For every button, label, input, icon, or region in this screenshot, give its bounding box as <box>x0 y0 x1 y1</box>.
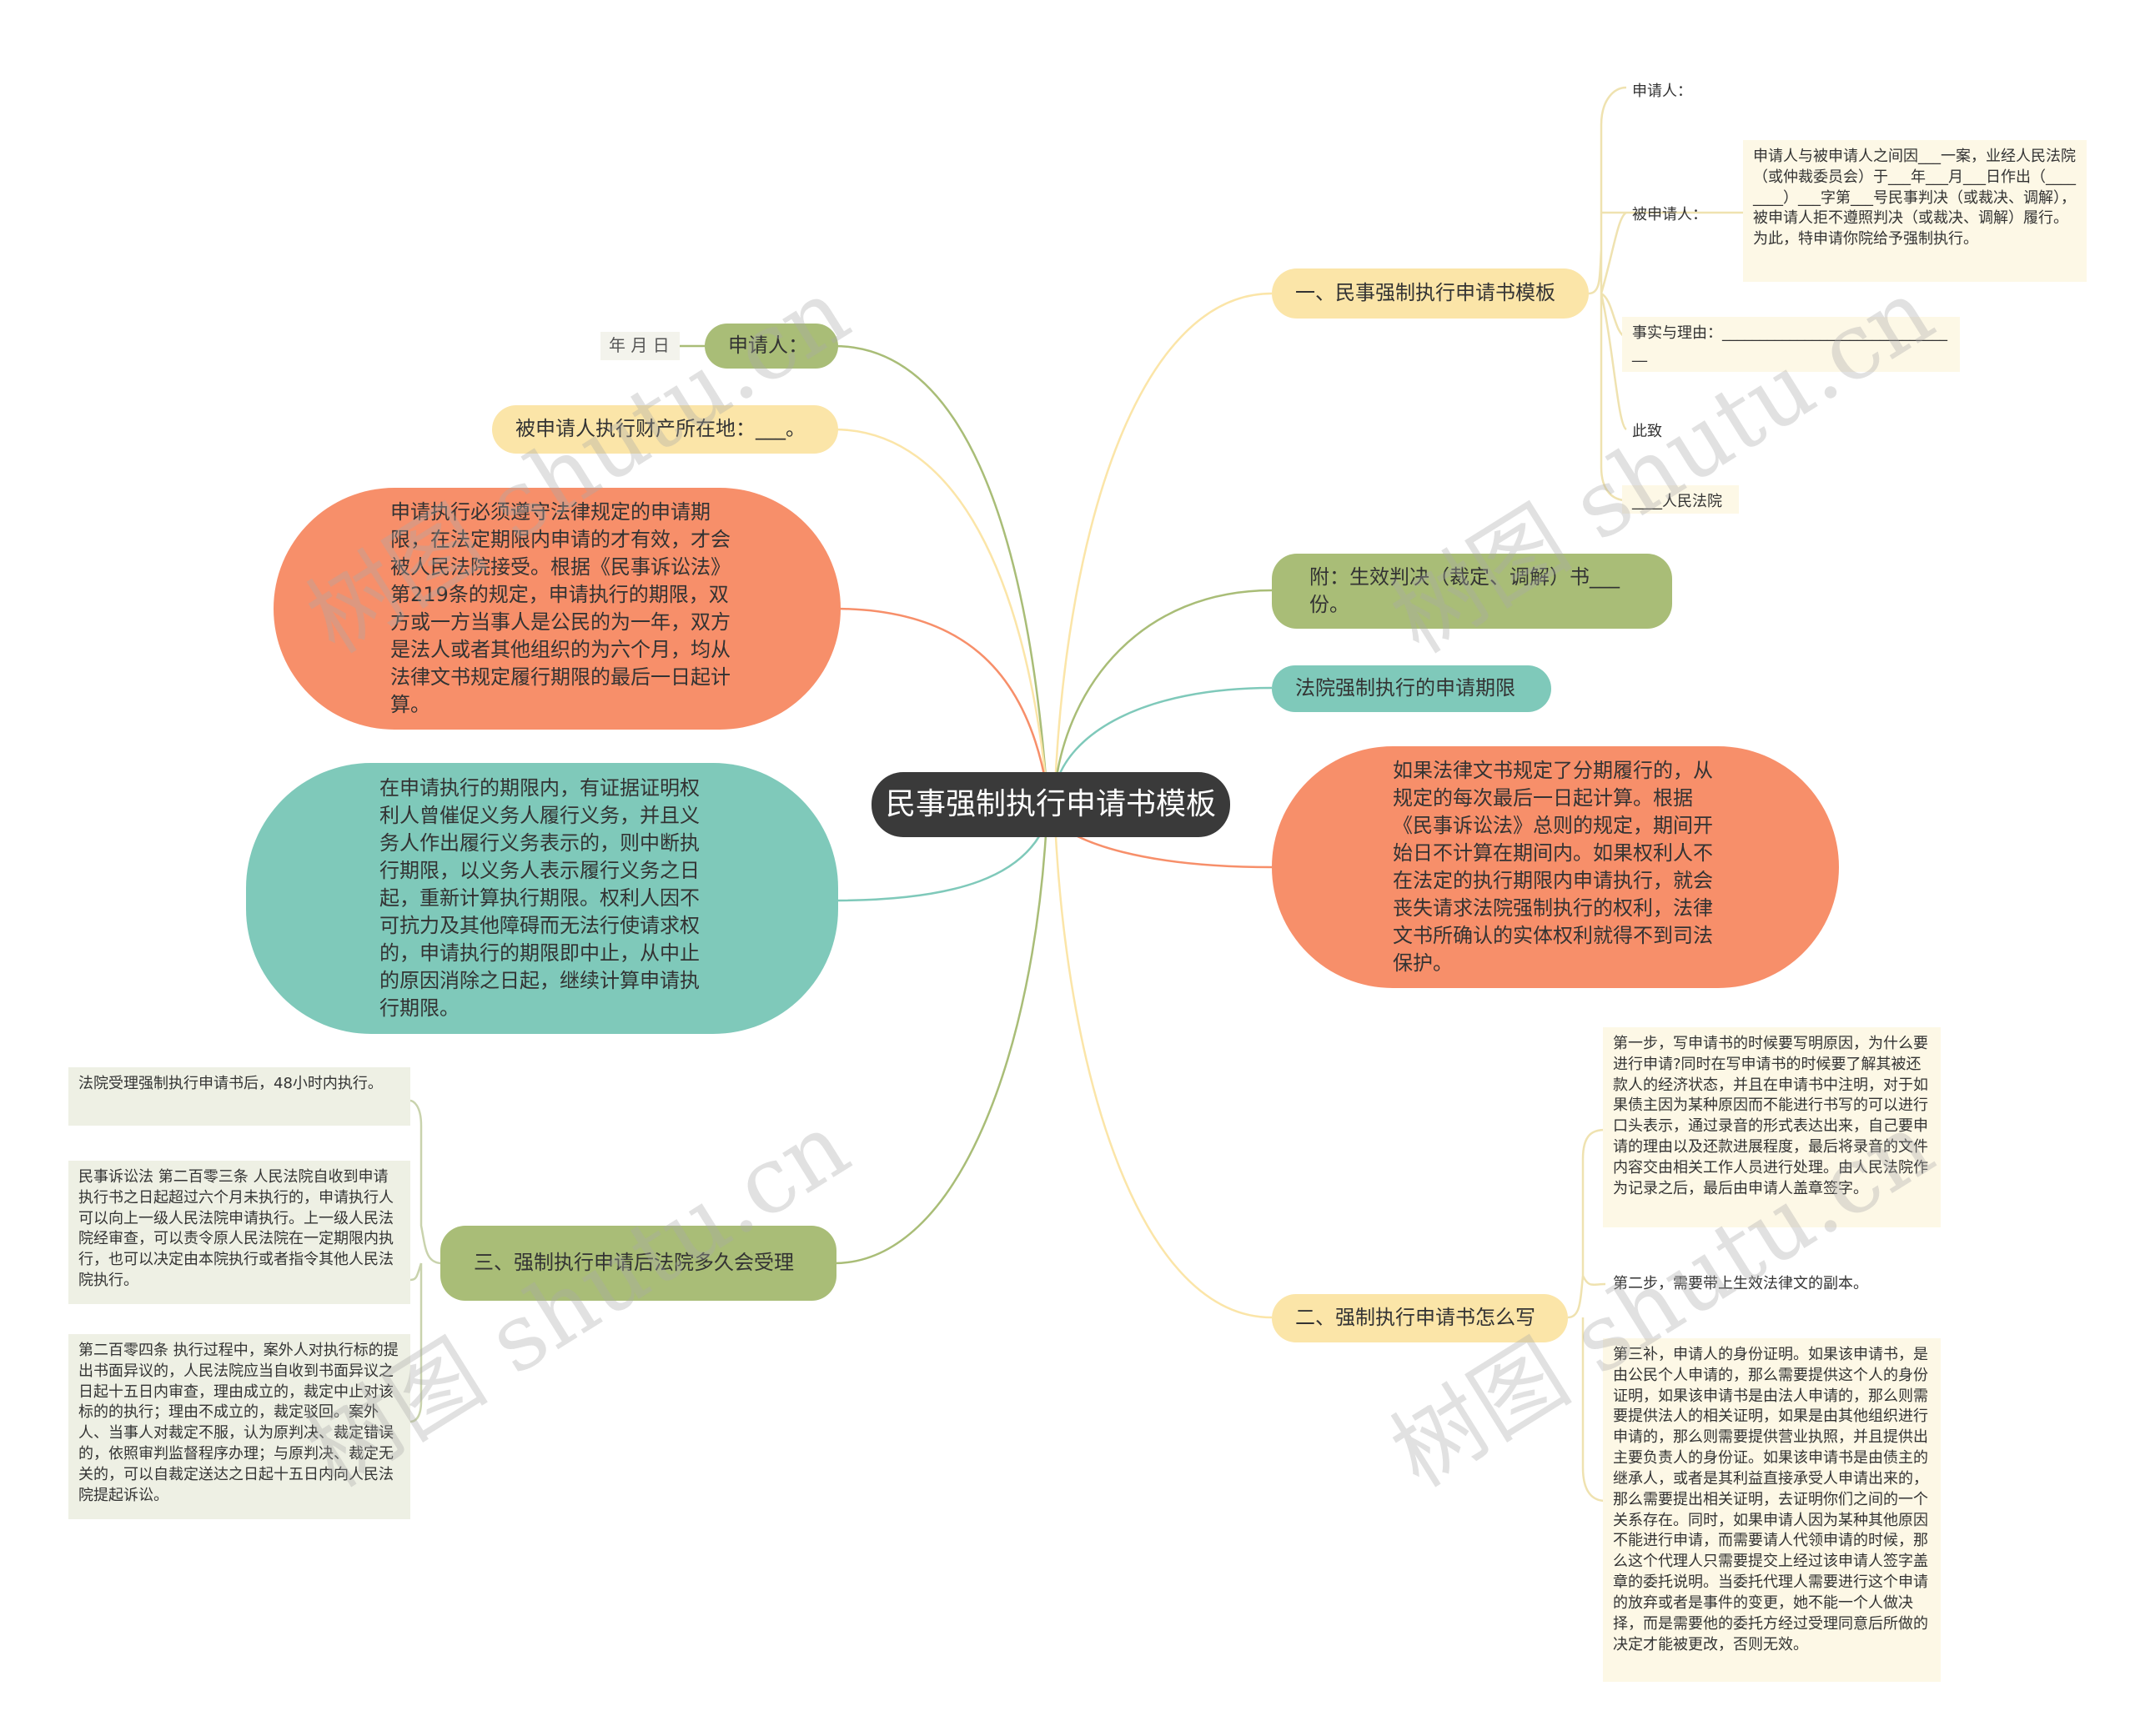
link-attachment <box>1053 589 1273 789</box>
section3-leaf-1: 法院受理强制执行申请书后，48小时内执行。 <box>68 1067 410 1126</box>
bracket-section3 <box>409 1099 443 1423</box>
section3-leaf-3: 第二百零四条 执行过程中，案外人对执行标的提出书面异议的，人民法院应当自收到书面… <box>68 1334 410 1519</box>
deadline-rule-bubble[interactable]: 申请执行必须遵守法律规定的申请期限，在法定期限内申请的才有效，才会被人民法院接受… <box>274 488 841 730</box>
installment-bubble[interactable]: 如果法律文书规定了分期履行的，从规定的每次最后一日起计算。根据《民事诉讼法》总则… <box>1272 746 1839 988</box>
link-section3 <box>833 820 1048 1265</box>
applicant-node[interactable]: 申请人： <box>705 324 838 369</box>
interrupt-rule-bubble[interactable]: 在申请执行的期限内，有证据证明权利人曾催促义务人履行义务，并且义务人作出履行义务… <box>246 763 838 1034</box>
link-deadline-label <box>1053 686 1273 789</box>
link-section1 <box>1053 292 1273 789</box>
link-property <box>833 428 1048 789</box>
bracket-section2 <box>1567 1128 1606 1503</box>
section1-node[interactable]: 一、民事强制执行申请书模板 <box>1272 268 1589 319</box>
section1-leaf-applicant: 申请人： <box>1632 83 1692 100</box>
section2-node[interactable]: 二、强制执行申请书怎么写 <box>1272 1294 1568 1342</box>
section2-leaf-step1: 第一步，写申请书的时候要写明原因，为什么要进行申请?同时在写申请书的时候要了解其… <box>1603 1027 1941 1227</box>
attachment-node[interactable]: 附：生效判决（裁定、调解）书___份。 <box>1272 554 1672 629</box>
section2-leaf-step3: 第三补，申请人的身份证明。如果该申请书，是由公民个人申请的，那么需要提供这个人的… <box>1603 1338 1941 1682</box>
section1-leaf-court: ____人民法院 <box>1622 485 1739 514</box>
link-deadline-bubble <box>833 607 1048 789</box>
link-applicant <box>833 344 1048 789</box>
bracket-section1 <box>1588 86 1743 502</box>
link-section2 <box>1053 820 1273 1319</box>
link-interrupt-bubble <box>833 820 1048 902</box>
section1-leaf-respondent: 被申请人： <box>1632 206 1707 223</box>
section3-node[interactable]: 三、强制执行申请后法院多久会受理 <box>440 1226 836 1301</box>
section2-leaf-step2: 第二步，需要带上生效法律文的副本。 <box>1613 1275 1868 1292</box>
section1-leaf-facts: 事实与理由：________________________________ <box>1622 317 1960 372</box>
section1-leaf-salutation: 此致 <box>1632 423 1662 440</box>
section3-leaf-2: 民事诉讼法 第二百零三条 人民法院自收到申请执行书之日起超过六个月未执行的，申请… <box>68 1161 410 1304</box>
section1-leaf-body: 申请人与被申请人之间因___一案，业经人民法院（或仲裁委员会）于___年___月… <box>1743 140 2087 282</box>
date-leaf: 年 月 日 <box>600 332 680 360</box>
property-location-node[interactable]: 被申请人执行财产所在地：___。 <box>492 405 838 454</box>
central-topic[interactable]: 民事强制执行申请书模板 <box>872 772 1230 837</box>
deadline-label-node[interactable]: 法院强制执行的申请期限 <box>1272 665 1551 712</box>
